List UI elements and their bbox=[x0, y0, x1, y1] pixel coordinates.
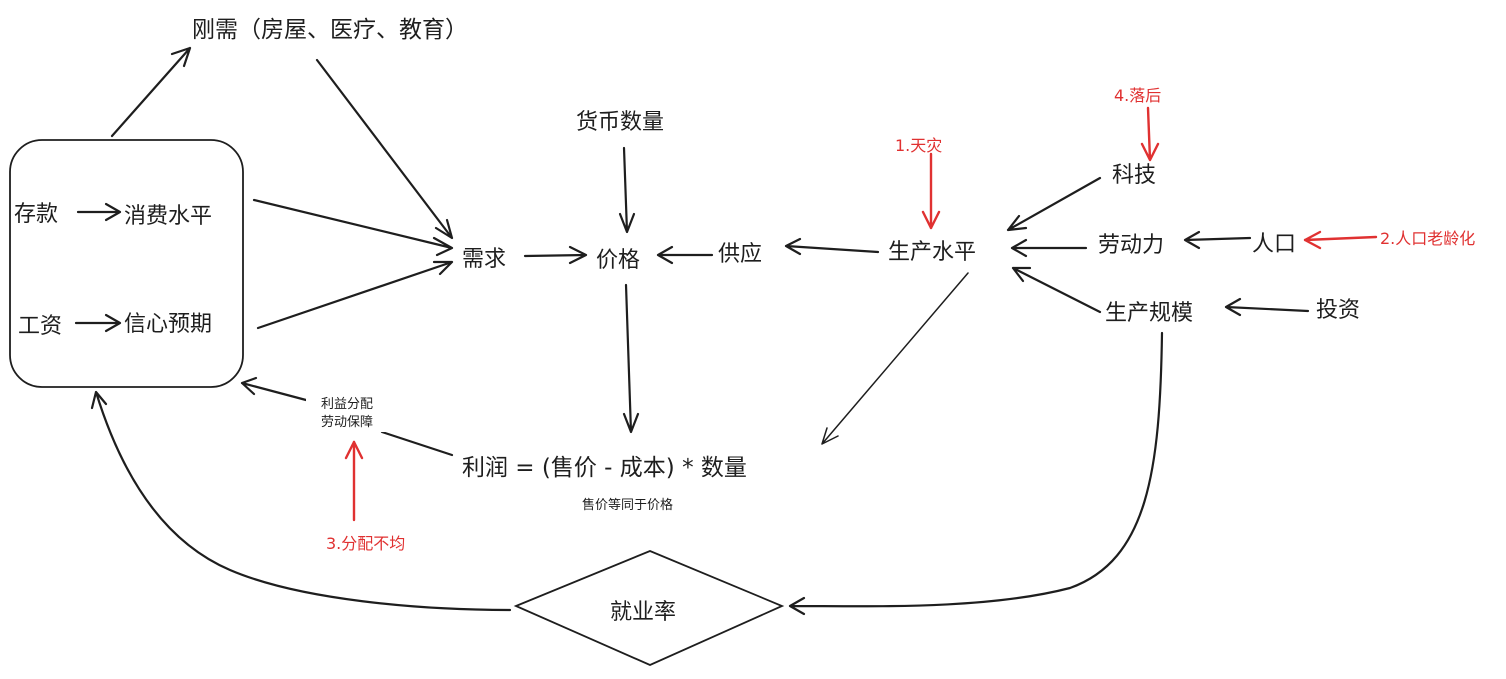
red-arrow-disaster bbox=[921, 152, 941, 230]
arrow-box-to-rigid-demand bbox=[110, 46, 192, 138]
problem-disaster-label: 1.天灾 bbox=[895, 136, 943, 155]
wages-label: 工资 bbox=[18, 314, 63, 339]
arrow-consumption-to-demand bbox=[252, 198, 454, 257]
red-arrow-aging bbox=[1303, 230, 1378, 250]
supply-label: 供应 bbox=[718, 242, 763, 267]
arrow-profit-to-box bbox=[240, 376, 454, 457]
arrow-investment-to-scale bbox=[1224, 297, 1310, 317]
arrow-population-to-labor bbox=[1183, 230, 1252, 250]
production-level-label: 生产水平 bbox=[888, 240, 977, 265]
price-note-label: 售价等同于价格 bbox=[582, 498, 674, 513]
arrow-scale-to-production bbox=[1011, 266, 1102, 314]
red-arrow-unequal bbox=[344, 440, 364, 522]
arrow-demand-to-price bbox=[523, 245, 588, 265]
distribution-note: 利益分配 劳动保障 bbox=[306, 396, 388, 432]
red-arrow-backward bbox=[1140, 106, 1160, 162]
technology-label: 科技 bbox=[1112, 163, 1157, 188]
consumption-level-label: 消费水平 bbox=[124, 204, 213, 229]
rigid-demand-label: 刚需（房屋、医疗、教育） bbox=[192, 17, 468, 43]
arrow-scale-to-employment bbox=[788, 331, 1164, 616]
arrow-employment-to-box bbox=[90, 390, 512, 612]
arrow-confidence-to-demand bbox=[256, 260, 454, 330]
arrow-rigid-demand-to-demand bbox=[315, 58, 454, 240]
problem-unequal-label: 3.分配不均 bbox=[326, 534, 406, 553]
arrow-savings-to-consumption bbox=[76, 202, 122, 222]
price-label: 价格 bbox=[596, 248, 641, 273]
labor-label: 劳动力 bbox=[1098, 233, 1165, 258]
household-box bbox=[9, 139, 244, 388]
investment-label: 投资 bbox=[1316, 298, 1361, 323]
money-supply-label: 货币数量 bbox=[576, 110, 665, 135]
population-label: 人口 bbox=[1252, 232, 1297, 257]
arrow-production-to-profit bbox=[821, 272, 969, 445]
confidence-label: 信心预期 bbox=[124, 312, 213, 337]
employment-rate-label: 就业率 bbox=[610, 600, 677, 625]
demand-label: 需求 bbox=[462, 247, 507, 272]
arrow-price-to-profit bbox=[622, 283, 640, 434]
savings-label: 存款 bbox=[14, 202, 59, 227]
arrow-labor-to-production bbox=[1010, 238, 1088, 258]
arrow-production-to-supply bbox=[784, 237, 880, 256]
arrow-supply-to-price bbox=[656, 245, 714, 265]
production-scale-label: 生产规模 bbox=[1105, 301, 1194, 326]
labor-protection-label: 劳动保障 bbox=[320, 415, 373, 430]
arrow-wages-to-confidence bbox=[74, 313, 122, 333]
profit-formula-label: 利润 = (售价 - 成本) * 数量 bbox=[462, 455, 747, 481]
employment-diamond bbox=[513, 550, 785, 666]
problem-backward-label: 4.落后 bbox=[1114, 86, 1162, 105]
arrow-money-to-price bbox=[618, 146, 636, 234]
arrow-technology-to-production bbox=[1006, 176, 1102, 232]
problem-aging-label: 2.人口老龄化 bbox=[1380, 229, 1476, 248]
profit-distribution-label: 利益分配 bbox=[320, 397, 373, 412]
